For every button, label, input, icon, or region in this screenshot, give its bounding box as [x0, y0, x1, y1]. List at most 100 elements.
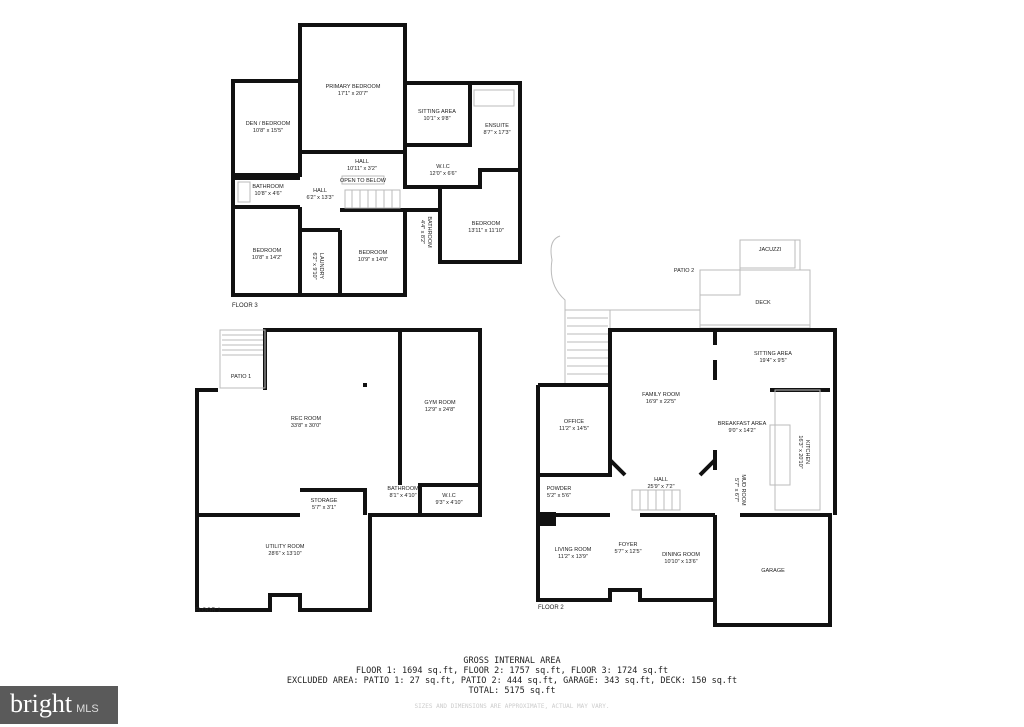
room-label: DECK [755, 300, 771, 306]
room-name: BREAKFAST AREA [718, 421, 767, 427]
room-label: JACUZZI [759, 247, 782, 253]
room-dimensions: 12'9" x 24'8" [425, 407, 455, 413]
room-label: PATIO 1 [231, 374, 251, 380]
room-dimensions: 8'1" x 4'10" [389, 493, 416, 499]
logo-suffix: MLS [76, 703, 99, 715]
room-dimensions: 9'3" x 4'10" [435, 500, 462, 506]
room-label: PATIO 2 [674, 268, 694, 274]
room-dimensions: 10'8" x 15'5" [253, 128, 283, 134]
room-dimensions: 5'2" x 5'6" [547, 493, 571, 499]
room-name: BEDROOM [359, 250, 388, 256]
room-name: SITTING AREA [754, 351, 792, 357]
room-label: OPEN TO BELOW [340, 178, 387, 184]
room-dimensions: 5'7" x 3'1" [312, 505, 336, 511]
room-dimensions: 13'11" x 11'10" [468, 228, 504, 234]
floor-3-plan [231, 23, 522, 297]
room-dimensions: 33'8" x 30'0" [291, 423, 321, 429]
room-name: FAMILY ROOM [642, 392, 680, 398]
room-dimensions: 8'7" x 17'3" [483, 130, 510, 136]
room-name: FOYER [619, 542, 638, 548]
room-label: W.I.C12'0" x 6'6" [429, 164, 456, 177]
room-dimensions: 11'2" x 14'5" [559, 426, 589, 432]
room-dimensions: 19'4" x 9'5" [759, 358, 786, 364]
room-name: W.I.C [436, 164, 449, 170]
room-dimensions: 10'8" x 14'2" [252, 255, 282, 261]
room-name: JACUZZI [759, 247, 782, 253]
room-label: W.I.C9'3" x 4'10" [435, 493, 462, 506]
room-name: BATHROOM [426, 216, 432, 248]
room-dimensions: 10'1" x 9'8" [423, 116, 450, 122]
room-name: BATHROOM [252, 184, 284, 190]
room-dimensions: 28'6" x 13'10" [268, 551, 301, 557]
area-title: GROSS INTERNAL AREA [463, 656, 561, 666]
room-name: OPEN TO BELOW [340, 178, 387, 184]
room-dimensions: 6'2" x 13'3" [306, 195, 333, 201]
room-dimensions: 10'10" x 13'6" [664, 559, 697, 565]
room-name: W.I.C [442, 493, 455, 499]
room-name: GARAGE [761, 568, 785, 574]
room-dimensions: 9'0" x 14'2" [728, 428, 755, 434]
floor-label: FLOOR 1 [195, 608, 221, 614]
room-name: BATHROOM [387, 486, 419, 492]
floor-label: FLOOR 3 [232, 303, 258, 309]
room-name: REC ROOM [291, 416, 322, 422]
room-name: MUD ROOM [740, 474, 746, 506]
room-name: LIVING ROOM [555, 547, 592, 553]
room-name: ENSUITE [485, 123, 509, 129]
room-name: SITTING AREA [418, 109, 456, 115]
room-name: PATIO 2 [674, 268, 694, 274]
floor-2-plan [536, 235, 837, 627]
room-name: HALL [654, 477, 668, 483]
room-dimensions: 5'7" x 12'5" [614, 549, 641, 555]
logo-brand: bright [10, 689, 73, 718]
room-name: LAUNDRY [318, 253, 324, 280]
room-name: PRIMARY BEDROOM [326, 84, 381, 90]
room-dimensions: 10'11" x 3'2" [347, 166, 377, 172]
room-dimensions: 10'8" x 4'6" [254, 191, 281, 197]
room-name: BEDROOM [472, 221, 501, 227]
room-dimensions: 4'4" x 8'2" [419, 220, 425, 244]
room-dimensions: 25'9" x 7'2" [647, 484, 674, 490]
room-label: GARAGE [761, 568, 785, 574]
room-dimensions: 5'7" x 6'7" [733, 478, 739, 502]
room-name: STORAGE [311, 498, 338, 504]
room-name: UTILITY ROOM [265, 544, 304, 550]
floor-1-plan [195, 328, 482, 612]
room-name: OFFICE [564, 419, 584, 425]
excluded-areas: EXCLUDED AREA: PATIO 1: 27 sq.ft, PATIO … [286, 676, 738, 686]
room-name: KITCHEN [804, 440, 810, 464]
floor-areas: FLOOR 1: 1694 sq.ft, FLOOR 2: 1757 sq.ft… [355, 666, 669, 676]
room-dimensions: 12'0" x 6'6" [429, 171, 456, 177]
room-dimensions: 11'2" x 13'9" [558, 554, 588, 560]
area-summary: GROSS INTERNAL AREA FLOOR 1: 1694 sq.ft,… [0, 656, 1024, 712]
room-name: POWDER [547, 486, 572, 492]
room-name: PATIO 1 [231, 374, 251, 380]
total-area: TOTAL: 5175 sq.ft [468, 686, 556, 696]
room-name: HALL [355, 159, 369, 165]
room-dimensions: 10'9" x 14'0" [358, 257, 388, 263]
room-name: DINING ROOM [662, 552, 700, 558]
room-dimensions: 6'2" x 9'10" [311, 252, 317, 279]
